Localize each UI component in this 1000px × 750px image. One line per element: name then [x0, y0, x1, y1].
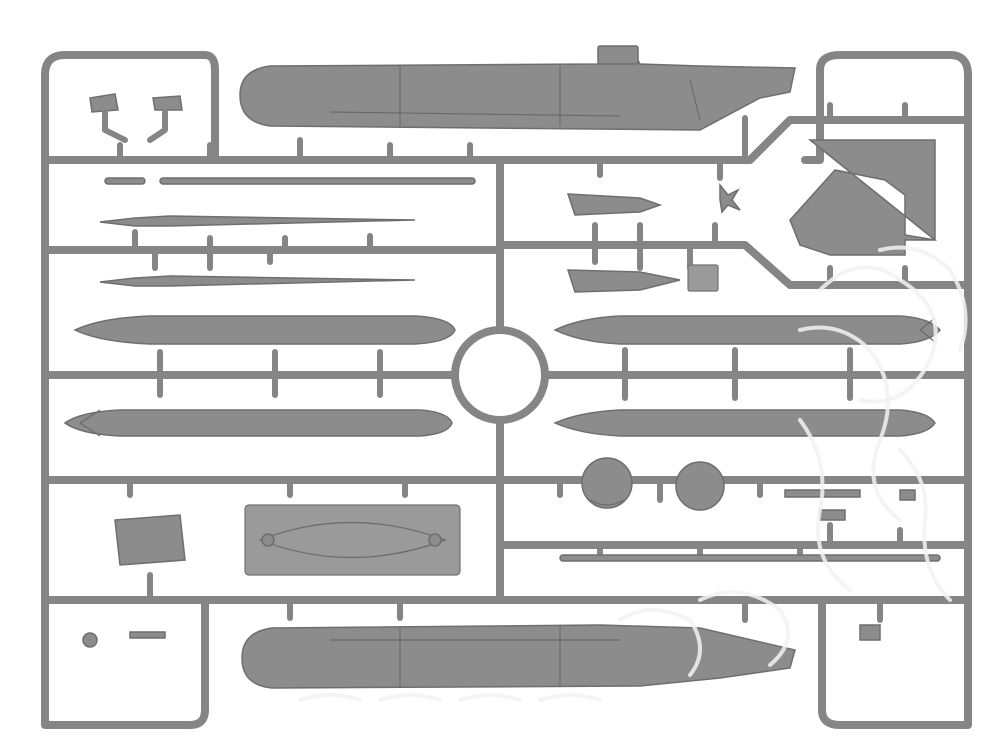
rod-5 [559, 554, 941, 562]
torpedo-4 [553, 409, 936, 437]
fitting-2 [152, 95, 183, 111]
frame-bottom-left [41, 596, 209, 729]
rod-2 [104, 177, 146, 185]
fin-cone-2 [566, 269, 681, 293]
small-clip-3 [859, 624, 881, 641]
torpedo-3 [553, 315, 941, 345]
runner-h2-right [496, 241, 972, 289]
small-lever [129, 631, 166, 639]
dome-1 [581, 457, 633, 509]
right-upper-parts [566, 139, 938, 293]
hull-bottom [241, 624, 796, 689]
runner-center-ring [451, 326, 549, 424]
small-clip-1 [899, 489, 916, 501]
small-clip-2 [819, 509, 846, 521]
hull-top-body [239, 54, 796, 131]
small-parts-top-left [89, 93, 183, 143]
rod-1 [159, 177, 476, 185]
torpedo-1 [73, 315, 456, 345]
right-lower-parts [581, 457, 916, 641]
frame-top-left [41, 51, 219, 704]
small-ring [82, 632, 98, 648]
torpedo-2 [63, 409, 453, 437]
cradle-tray [244, 504, 461, 576]
fin-cone-1 [566, 193, 663, 216]
rod-4 [99, 275, 416, 287]
gate-stubs [117, 102, 908, 623]
torpedoes [63, 315, 941, 437]
frame-top-right [801, 51, 972, 704]
frame-bottom-right [818, 601, 972, 729]
sprue-frame [41, 51, 972, 729]
hull-top-conning-tower [597, 45, 639, 65]
runner-h1-right [496, 116, 972, 164]
hull-top [239, 45, 796, 131]
rod-3 [99, 215, 416, 227]
thin-rods [99, 177, 941, 562]
left-lower-parts [82, 504, 461, 648]
hatch-part [114, 514, 186, 566]
fitting-1 [89, 93, 119, 113]
small-block [687, 264, 719, 292]
hull-bottom-body [241, 624, 796, 689]
dome-2 [675, 461, 725, 511]
propeller [719, 182, 741, 214]
watermark-logo [298, 245, 968, 702]
tail-plate [789, 139, 938, 256]
